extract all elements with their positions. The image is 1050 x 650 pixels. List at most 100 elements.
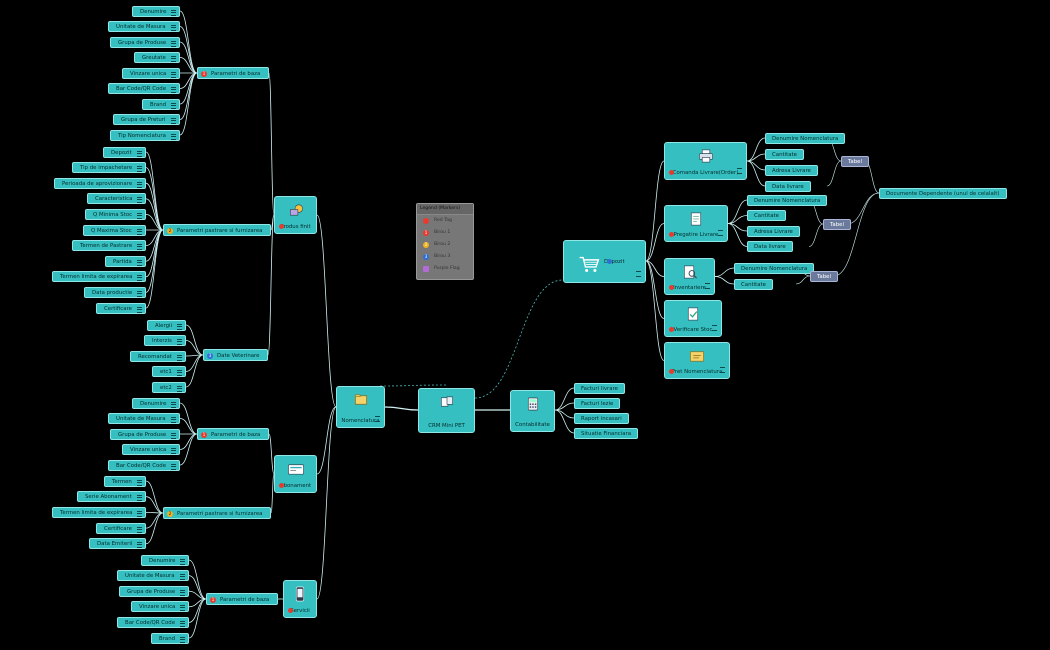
field-caracteristica[interactable]: Caracteristica [87, 193, 147, 205]
field-alergii[interactable]: Alergii [147, 319, 187, 331]
field-serie-abonament[interactable]: Serie Abonament [77, 491, 146, 503]
field-grupa-de-produse[interactable]: Grupa de Produse [110, 428, 181, 440]
field-termen[interactable]: Termen [104, 475, 146, 487]
field-grupa-de-preturi[interactable]: Grupa de Preturi [113, 114, 180, 125]
connector-line [145, 229, 164, 293]
field-greutate[interactable]: Greutate [134, 52, 180, 63]
node-servicii[interactable]: Servicii [283, 580, 317, 618]
field-grupa-de-produse[interactable]: Grupa de Produse [110, 36, 181, 48]
field-data-livrare[interactable]: Data livrare [765, 180, 811, 192]
field-termen-de-pastrare[interactable]: Termen de Pastrare [72, 240, 147, 252]
node-comanda-livrare-order[interactable]: Comanda Livrare(Order) [664, 142, 747, 180]
note-icon [170, 56, 176, 62]
node-depozit[interactable]: Depozit [563, 240, 646, 283]
node-produs-finit[interactable]: Produs finit [274, 196, 317, 234]
field-recomandat[interactable]: Recomandat [130, 350, 186, 362]
note-icon [180, 605, 186, 612]
field-q-minima-stoc[interactable]: Q Minima Stoc [85, 208, 147, 220]
field-cantitate[interactable]: Cantitate [747, 210, 786, 221]
field-tip-de-impachetare[interactable]: Tip de impachetare [72, 162, 147, 174]
node-documente-dependente[interactable]: Documente Dependente (unul de celalalt) [879, 187, 1007, 199]
node-pret-nomenclatura[interactable]: Pret Nomenclatura [664, 342, 730, 379]
field-data-productie[interactable]: Data productie [84, 286, 147, 298]
connector-line [554, 387, 575, 411]
field-vinzare-unica[interactable]: Vinzare unica [131, 601, 190, 613]
field-tip-nomenclatura[interactable]: Tip Nomenclatura [110, 129, 180, 141]
contabilitate-facturi-livrare[interactable]: Facturi livrare [574, 382, 625, 394]
connector-line [188, 598, 207, 639]
note-icon [137, 290, 143, 297]
contabilitate-situatie-financiara[interactable]: Situatie Financiara [574, 427, 639, 439]
connector-line [833, 192, 880, 277]
field-adresa-livrare[interactable]: Adresa Livrare [747, 225, 800, 237]
contabilitate-facturi-lezie[interactable]: Facturi lezie [574, 397, 621, 409]
field-denumire-nomenclatura[interactable]: Denumire Nomenclatura [765, 132, 846, 144]
field-bar-code-qr-code[interactable]: Bar Code/QR Code [117, 616, 190, 628]
node-verificare-stoc[interactable]: Verificare Stoc [664, 300, 722, 337]
field-denumire[interactable]: Denumire [132, 5, 181, 17]
connector-line [474, 279, 564, 399]
connector-line [145, 512, 164, 545]
field-certificare[interactable]: Certificare [96, 302, 146, 314]
field-cantitate[interactable]: Cantitate [765, 148, 804, 160]
field-q-maxima-stoc[interactable]: Q Maxima Stoc [83, 224, 146, 236]
field-bar-code-qr-code[interactable]: Bar Code/QR Code [108, 459, 181, 471]
field-partida[interactable]: Partida [105, 255, 146, 267]
field-cantitate[interactable]: Cantitate [734, 278, 773, 290]
field-etc2[interactable]: etc2 [152, 381, 186, 393]
field-brand[interactable]: Brand [142, 98, 181, 110]
connector-line [185, 354, 204, 372]
field-termen-limita-de-expirarea[interactable]: Termen limita de expirarea [52, 271, 147, 283]
calc-icon [527, 397, 538, 411]
tabel-tag[interactable]: Tabel [823, 218, 851, 230]
contabilitate-raport-incasari[interactable]: Raport incasari [574, 412, 629, 424]
field-denumire-nomenclatura[interactable]: Denumire Nomenclatura [747, 194, 828, 206]
field-unitate-de-masura[interactable]: Unitate de Masura [117, 570, 189, 582]
connector-line [746, 153, 766, 162]
field-denumire[interactable]: Denumire [132, 397, 181, 409]
field-interzis[interactable]: Interzis [144, 335, 186, 346]
field-adresa-livrare[interactable]: Adresa Livrare [765, 164, 818, 176]
field-depozit[interactable]: Depozit [103, 146, 146, 158]
node-abonament[interactable]: Abonament [274, 455, 317, 493]
field-termen-limita-de-expirarea[interactable]: Termen limita de expirarea [52, 506, 147, 518]
root-node-crm-mini-pet[interactable]: CRM Mini PET [418, 388, 475, 433]
field-certificare[interactable]: Certificare [96, 522, 146, 534]
field-data-livrare[interactable]: Data livrare [747, 241, 793, 252]
field-vinzare-unica[interactable]: Vinzare unica [122, 67, 181, 79]
field-grupa-de-produse[interactable]: Grupa de Produse [119, 585, 190, 597]
node-inventariere[interactable]: Inventariere [664, 258, 715, 295]
field-bar-code-qr-code[interactable]: Bar Code/QR Code [108, 83, 181, 94]
connector-line [145, 167, 164, 231]
purple-flag-icon [423, 266, 429, 272]
node-contabilitate[interactable]: Contabilitate [510, 390, 555, 432]
field-denumire[interactable]: Denumire [141, 554, 190, 566]
number-2-icon: 2 [167, 511, 173, 517]
field-perioada-de-aprovizionare[interactable]: Perioada de aprovizionare [54, 177, 147, 189]
field-denumire-nomenclatura[interactable]: Denumire Nomenclatura [734, 262, 815, 274]
node-nomenclatura[interactable]: Nomenclatura [336, 386, 385, 428]
note-icon [171, 71, 177, 78]
field-brand[interactable]: Brand [151, 632, 190, 644]
field-vinzare-unica[interactable]: Vinzare unica [122, 444, 181, 455]
field-unitate-de-masura[interactable]: Unitate de Masura [108, 21, 180, 32]
field-data-emiterii[interactable]: Data Emiterii [89, 538, 147, 550]
red-tag-icon [288, 608, 293, 613]
printer-icon [698, 149, 713, 163]
tabel-tag[interactable]: Tabel [841, 155, 869, 167]
field-etc1[interactable]: etc1 [152, 366, 186, 377]
tabel-tag[interactable]: Tabel [810, 270, 838, 282]
note-icon [136, 150, 142, 157]
field-unitate-de-masura[interactable]: Unitate de Masura [108, 413, 180, 424]
note-icon [720, 367, 725, 373]
connector-line [179, 57, 198, 74]
node-pregatire-livrare[interactable]: Pregatire Livrare [664, 205, 728, 242]
